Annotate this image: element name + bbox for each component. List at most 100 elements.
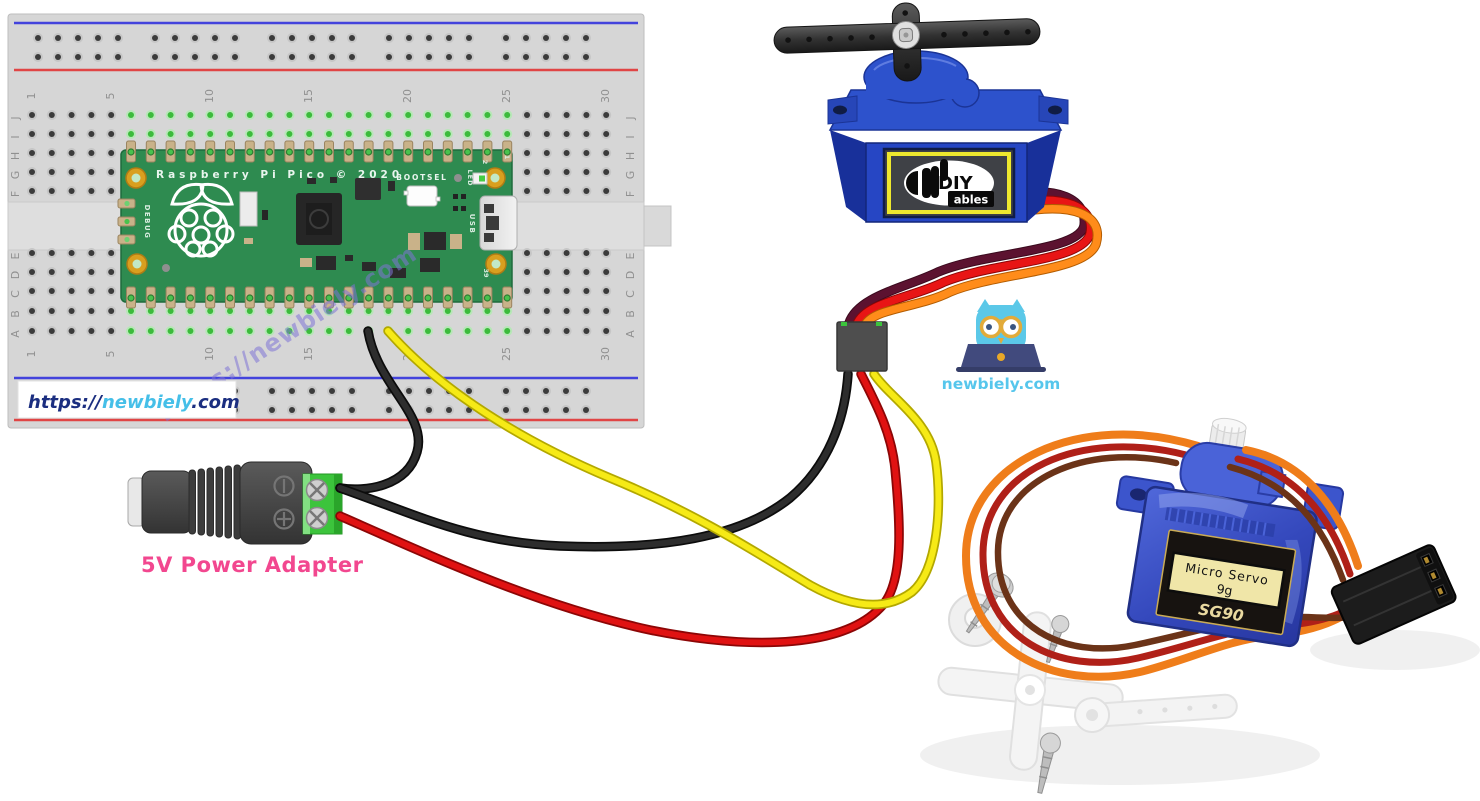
- breadboard-hole: [167, 112, 174, 118]
- breadboard-hole: [29, 188, 35, 194]
- sg90-label-line2: 9g: [1216, 581, 1234, 598]
- breadboard-hole: [365, 308, 372, 314]
- breadboard-hole: [68, 250, 75, 256]
- owl-beak: [998, 338, 1004, 344]
- breadboard-hole: [68, 150, 75, 156]
- rail-hole: [35, 54, 41, 60]
- pico-usb-label: USB: [468, 214, 476, 235]
- pico-pin-hole: [345, 148, 353, 156]
- breadboard-hole: [563, 308, 570, 314]
- positive-polarity-icon: [273, 508, 295, 530]
- breadboard-hole: [207, 131, 214, 137]
- breadboard-hole: [365, 112, 372, 118]
- breadboard-hole: [464, 131, 471, 137]
- breadboard-hole: [29, 112, 35, 118]
- breadboard-hole: [385, 131, 392, 137]
- rail-hole: [269, 388, 275, 394]
- servo-motor-cartoon: DIY ables: [773, 2, 1069, 223]
- photo-shadow: [1310, 630, 1480, 670]
- pico-pin-hole: [167, 294, 175, 302]
- pico-pin-hole: [285, 148, 293, 156]
- pico-pin-hole: [186, 148, 194, 156]
- breadboard-hole: [524, 308, 530, 314]
- rail-hole: [523, 388, 529, 394]
- breadboard-hole: [227, 328, 233, 334]
- breadboard-hole: [444, 308, 451, 314]
- breadboard-hole: [48, 250, 55, 256]
- rail-hole: [269, 407, 275, 413]
- breadboard-hole: [524, 131, 530, 137]
- breadboard-hole: [128, 131, 134, 137]
- breadboard-hole: [563, 131, 570, 137]
- breadboard-hole: [543, 150, 550, 156]
- breadboard-hole: [543, 131, 550, 137]
- rail-hole: [232, 54, 238, 60]
- rail-hole: [35, 35, 41, 41]
- rail-hole: [386, 54, 392, 60]
- pico-pin-hole: [503, 294, 511, 302]
- breadboard-hole: [108, 288, 115, 294]
- breadboard-column-label: 25: [500, 89, 513, 103]
- breadboard-row-label: D: [9, 271, 22, 279]
- pico-pin-hole: [365, 148, 373, 156]
- breadboard-hole: [29, 169, 35, 175]
- breadboard-column-label: 15: [302, 347, 315, 361]
- breadboard-hole: [29, 308, 35, 314]
- breadboard-hole: [405, 308, 412, 314]
- bootsel-button: [406, 185, 438, 207]
- servo-brown-wire: [845, 188, 1089, 327]
- breadboard-hole: [167, 308, 174, 314]
- rail-hole: [309, 407, 315, 413]
- rail-hole: [406, 388, 412, 394]
- breadboard-hole: [207, 112, 214, 118]
- breadboard-hole: [108, 269, 115, 275]
- sg90-wire-strands: [1226, 446, 1362, 584]
- diyables-label: DIY ables: [882, 147, 1016, 219]
- breadboard-hole: [187, 131, 194, 137]
- label-yellow-frame: [887, 152, 1011, 214]
- rail-hole: [212, 54, 218, 60]
- breadboard-hole: [603, 131, 610, 137]
- breadboard-hole: [108, 308, 115, 314]
- breadboard-hole: [425, 112, 431, 118]
- breadboard-hole: [167, 328, 174, 334]
- owl-glasses-icon: [979, 315, 1023, 339]
- red-wire-adapter-to-servo: [337, 371, 903, 646]
- breadboard-hole: [108, 328, 115, 334]
- breadboard-hole: [504, 308, 511, 314]
- breadboard-hole: [306, 308, 313, 314]
- pico-components: [162, 174, 466, 278]
- breadboard-hole: [583, 150, 590, 156]
- pico-bootsel-label: BOOTSEL: [396, 173, 448, 182]
- breadboard-hole: [207, 308, 214, 314]
- rail-hole: [329, 54, 335, 60]
- rail-hole: [466, 35, 472, 41]
- rail-hole: [289, 388, 295, 394]
- breadboard-hole: [583, 269, 590, 275]
- breadboard-hole: [68, 131, 75, 137]
- rail-hole: [406, 35, 412, 41]
- rail-hole: [523, 54, 529, 60]
- rail-hole: [406, 54, 412, 60]
- rail-hole: [426, 407, 432, 413]
- rail-hole: [115, 54, 121, 60]
- pico-pin-hole: [206, 294, 214, 302]
- rail-hole: [503, 388, 509, 394]
- bootsel-button-notch: [403, 190, 409, 196]
- sg90-connector: [1330, 544, 1457, 645]
- pico-pin-hole: [285, 294, 293, 302]
- newbiely-logo: newbiely.com: [942, 299, 1060, 393]
- rail-hole: [446, 35, 452, 41]
- breadboard-hole: [48, 308, 55, 314]
- breadboard-hole: [504, 328, 511, 334]
- pico-pin-hole: [226, 148, 234, 156]
- breadboard-hole: [88, 112, 95, 118]
- rail-hole: [269, 35, 275, 41]
- pico-pin-hole: [147, 148, 155, 156]
- breadboard-hole: [504, 131, 511, 137]
- pico-pin-hole: [345, 294, 353, 302]
- breadboard-column-label: 1: [25, 351, 38, 358]
- breadboard-hole: [88, 269, 95, 275]
- breadboard-hole: [246, 131, 253, 137]
